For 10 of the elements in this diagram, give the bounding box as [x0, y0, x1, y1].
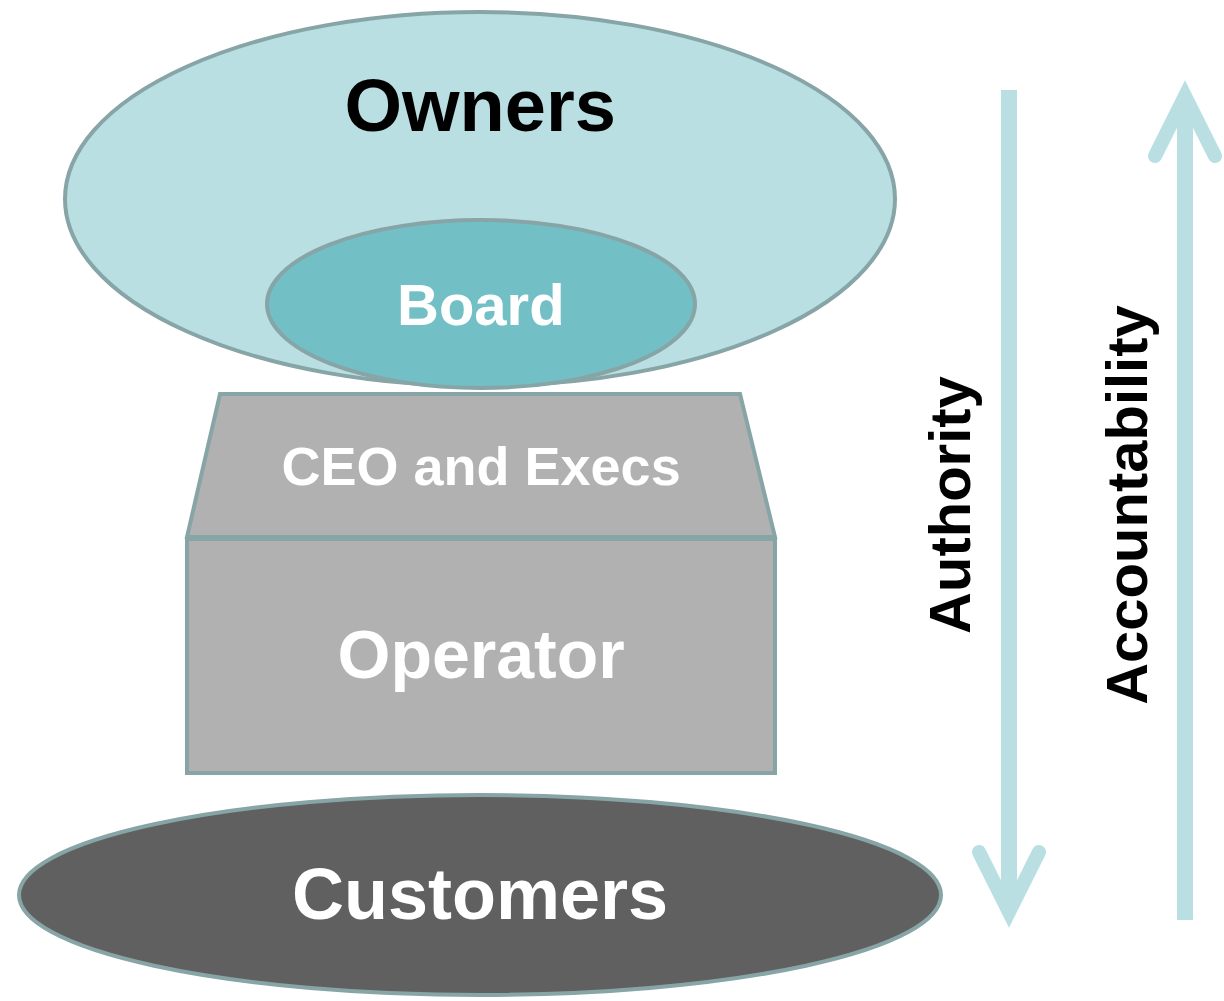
process-box: [185, 537, 777, 775]
ellipse-node: [17, 793, 943, 997]
node-label: Owners: [344, 65, 616, 147]
node-label: Customers: [292, 855, 669, 935]
node-label: Operator: [337, 617, 625, 692]
trapezoid-node: [185, 392, 777, 537]
ellipse-node: [265, 218, 697, 390]
ellipse-node: [63, 10, 897, 388]
node-label: CEO and Execs: [281, 437, 681, 497]
node-label: Board: [397, 273, 565, 337]
